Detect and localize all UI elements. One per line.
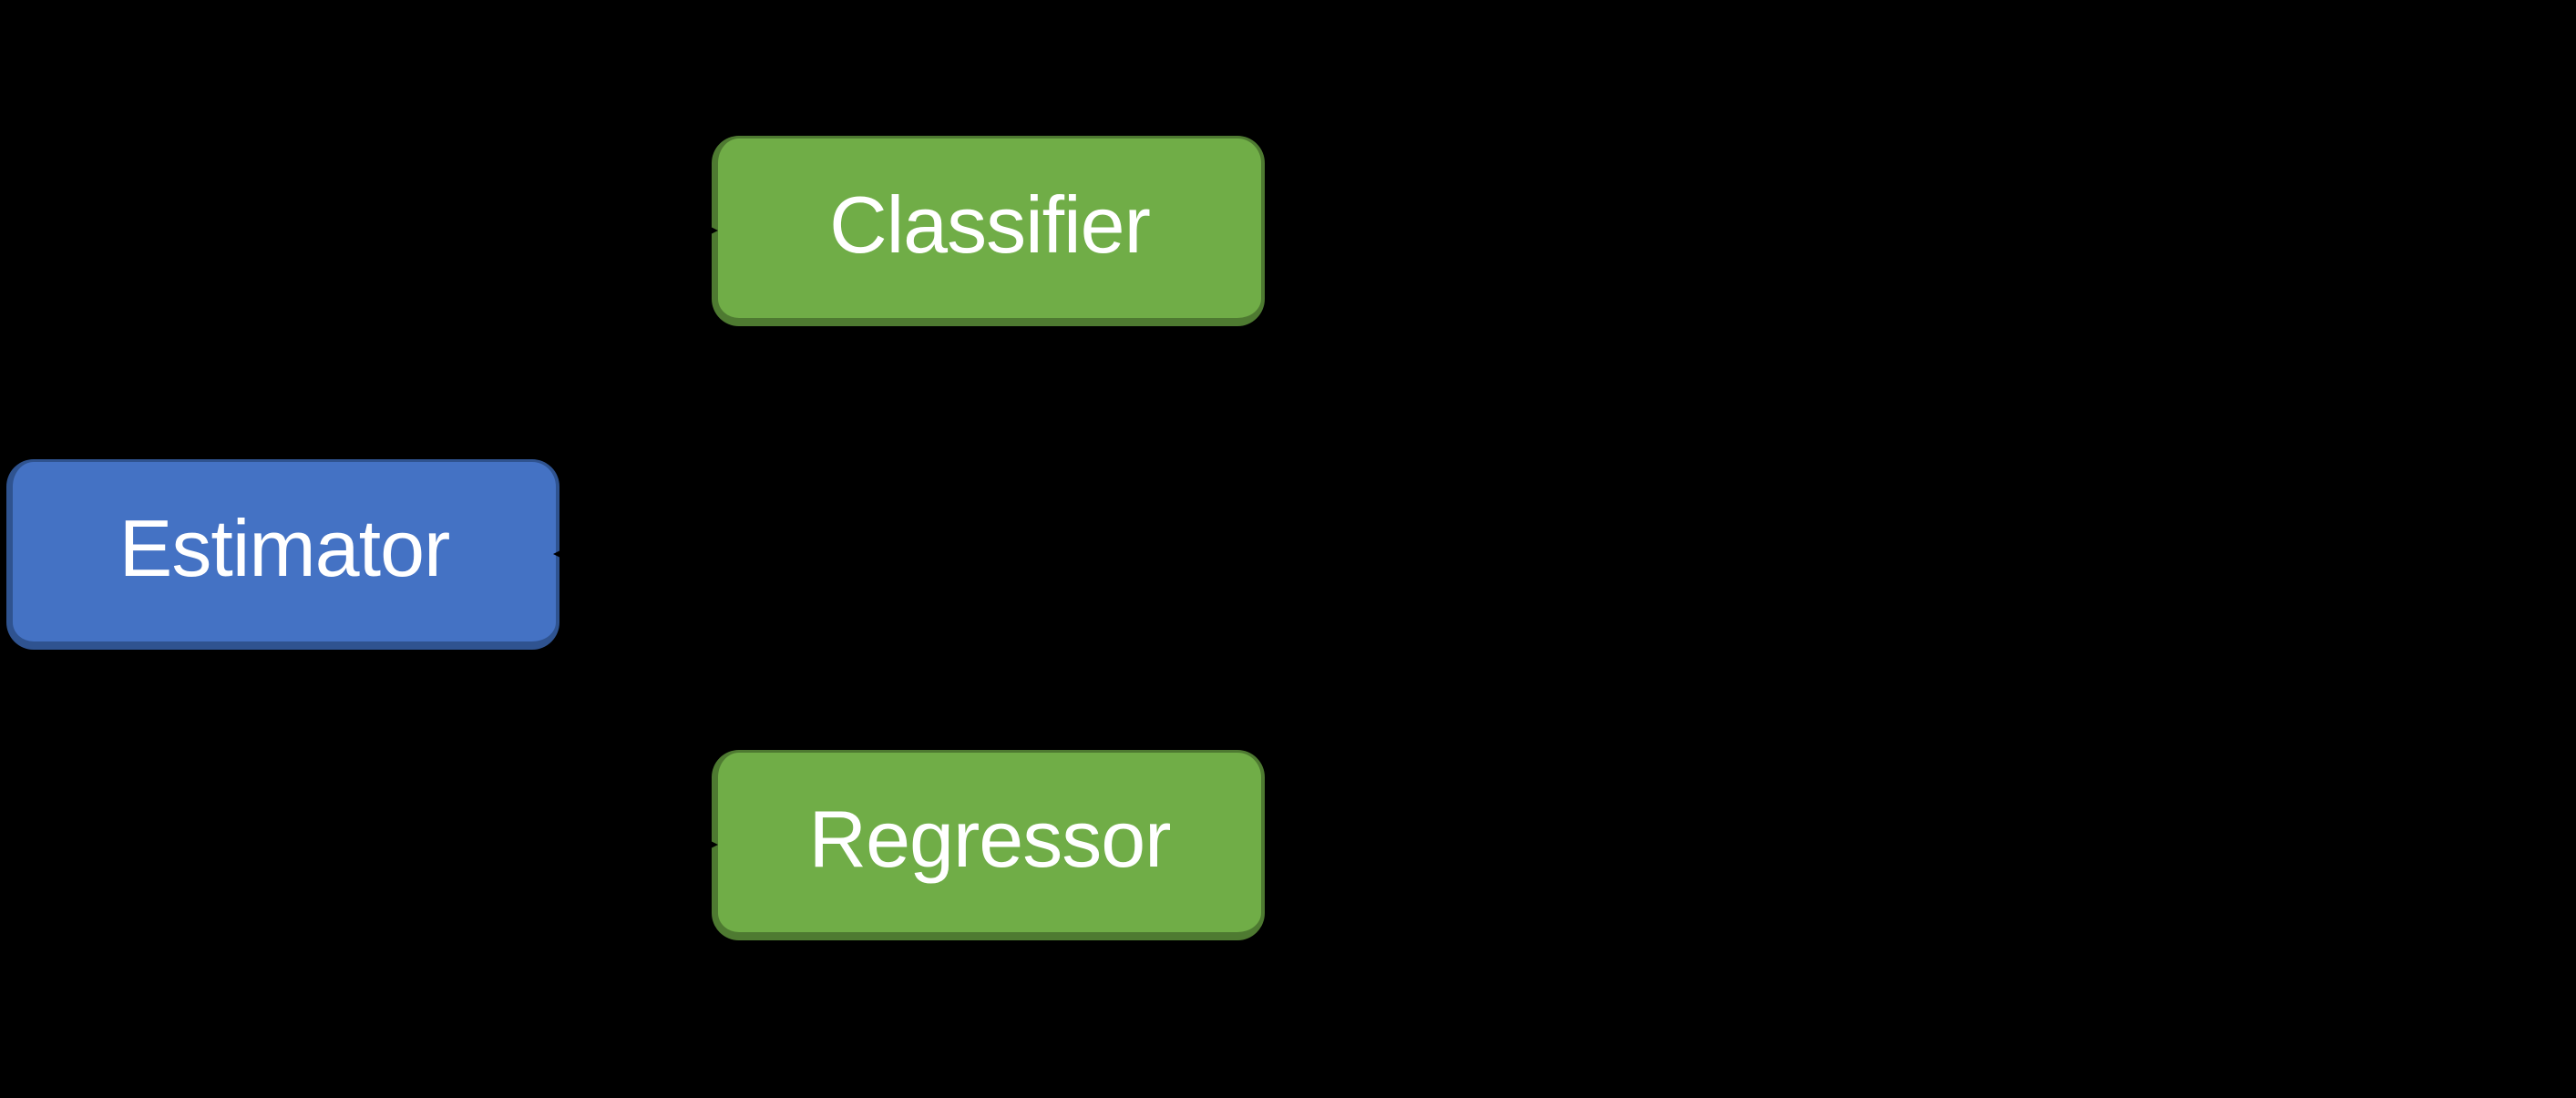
node-regressor-label: Regressor bbox=[808, 793, 1172, 884]
connector-line-estimator-regressor bbox=[559, 552, 712, 847]
node-classifier: Classifier bbox=[712, 136, 1265, 326]
connector-line-estimator-classifier bbox=[559, 229, 712, 556]
node-regressor: Regressor bbox=[712, 750, 1265, 940]
node-classifier-label: Classifier bbox=[829, 179, 1151, 270]
node-estimator-label: Estimator bbox=[118, 502, 451, 593]
node-estimator: Estimator bbox=[6, 459, 559, 650]
